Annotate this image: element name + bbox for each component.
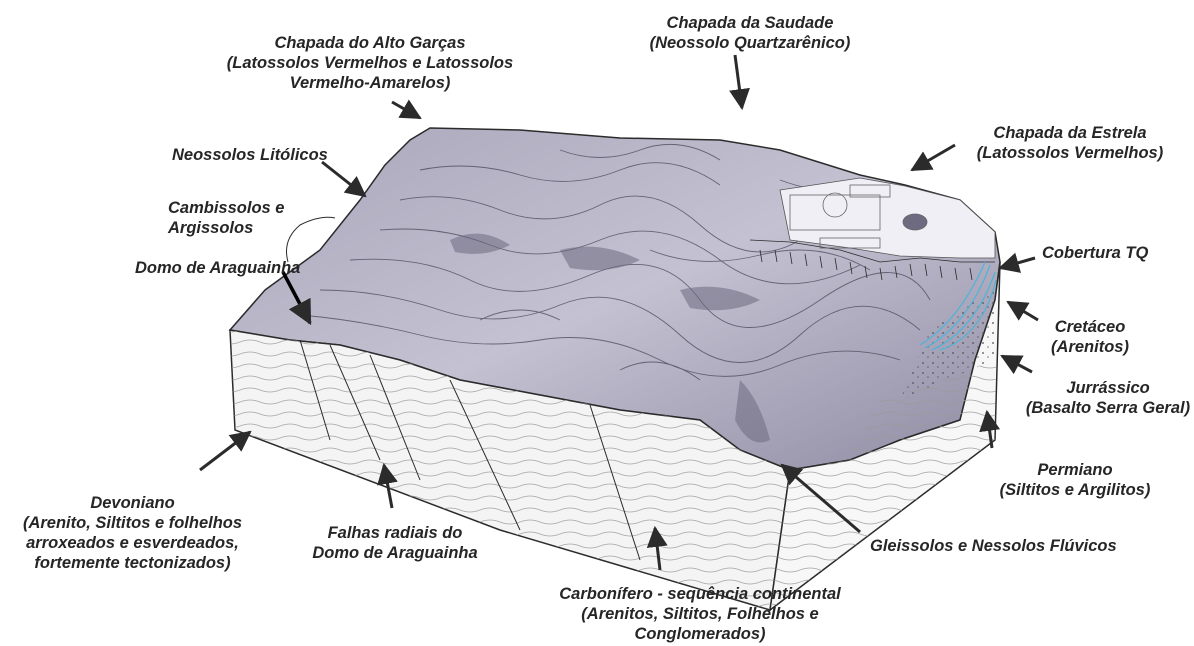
label-neossolos-litolicos-line-1: Neossolos Litólicos [172,145,328,165]
arrow-alto-garcas [392,102,420,118]
label-neossolos-litolicos: Neossolos Litólicos [172,145,328,165]
label-falhas-radiais-line-1: Falhas radiais do [310,523,480,543]
label-chapada-saudade-line-1: Chapada da Saudade [640,13,860,33]
label-gleissolos-line-1: Gleissolos e Nessolos Flúvicos [870,536,1117,556]
label-devoniano-line-1: Devoniano [0,493,265,513]
label-jurassico-line-1: Jurrássico [1022,378,1194,398]
label-falhas-radiais: Falhas radiais doDomo de Araguainha [310,523,480,563]
label-carbonifero-line-3: Conglomerados) [520,624,880,644]
arrow-saudade [735,55,742,108]
arrow-estrela [912,145,955,170]
arrow-litolicos [322,162,365,196]
label-chapada-saudade-line-2: (Neossolo Quartzarênico) [640,33,860,53]
label-carbonifero-line-1: Carbonífero - sequência continental [520,584,880,604]
label-permiano: Permiano(Siltitos e Argilitos) [985,460,1165,500]
label-chapada-saudade: Chapada da Saudade(Neossolo Quartzarênic… [640,13,860,53]
arrow-devoniano [200,432,250,470]
label-cambissolos-argissolos: Cambissolos eArgissolos [168,198,284,238]
label-cretaceo-line-1: Cretáceo [1040,317,1140,337]
label-chapada-alto-garcas-line-2: (Latossolos Vermelhos e Latossolos [185,53,555,73]
arrow-jurassico [1002,356,1032,372]
label-devoniano-line-2: (Arenito, Siltitos e folhelhos [0,513,265,533]
label-jurassico: Jurrássico(Basalto Serra Geral) [1022,378,1194,418]
label-cobertura-tq: Cobertura TQ [1042,243,1148,263]
arrow-cretaceo [1008,302,1038,320]
label-cretaceo-line-2: (Arenitos) [1040,337,1140,357]
label-cobertura-tq-line-1: Cobertura TQ [1042,243,1148,263]
label-jurassico-line-2: (Basalto Serra Geral) [1022,398,1194,418]
arrow-tq [1000,258,1035,268]
label-chapada-estrela-line-2: (Latossolos Vermelhos) [955,143,1185,163]
label-devoniano-line-3: arroxeados e esverdeados, [0,533,265,553]
label-devoniano-line-4: fortemente tectonizados) [0,553,265,573]
label-domo-araguainha-line-1: Domo de Araguainha [135,258,300,278]
label-cambissolos-argissolos-line-2: Argissolos [168,218,284,238]
label-chapada-alto-garcas-line-1: Chapada do Alto Garças [185,33,555,53]
label-domo-araguainha: Domo de Araguainha [135,258,300,278]
label-permiano-line-2: (Siltitos e Argilitos) [985,480,1165,500]
label-gleissolos: Gleissolos e Nessolos Flúvicos [870,536,1117,556]
label-permiano-line-1: Permiano [985,460,1165,480]
label-chapada-estrela-line-1: Chapada da Estrela [955,123,1185,143]
label-chapada-alto-garcas-line-3: Vermelho-Amarelos) [185,73,555,93]
label-carbonifero: Carbonífero - sequência continental(Aren… [520,584,880,644]
label-devoniano: Devoniano(Arenito, Siltitos e folhelhosa… [0,493,265,573]
label-cambissolos-argissolos-line-1: Cambissolos e [168,198,284,218]
label-carbonifero-line-2: (Arenitos, Siltitos, Folhelhos e [520,604,880,624]
label-chapada-alto-garcas: Chapada do Alto Garças(Latossolos Vermel… [185,33,555,93]
label-cretaceo: Cretáceo(Arenitos) [1040,317,1140,357]
label-chapada-estrela: Chapada da Estrela(Latossolos Vermelhos) [955,123,1185,163]
label-falhas-radiais-line-2: Domo de Araguainha [310,543,480,563]
